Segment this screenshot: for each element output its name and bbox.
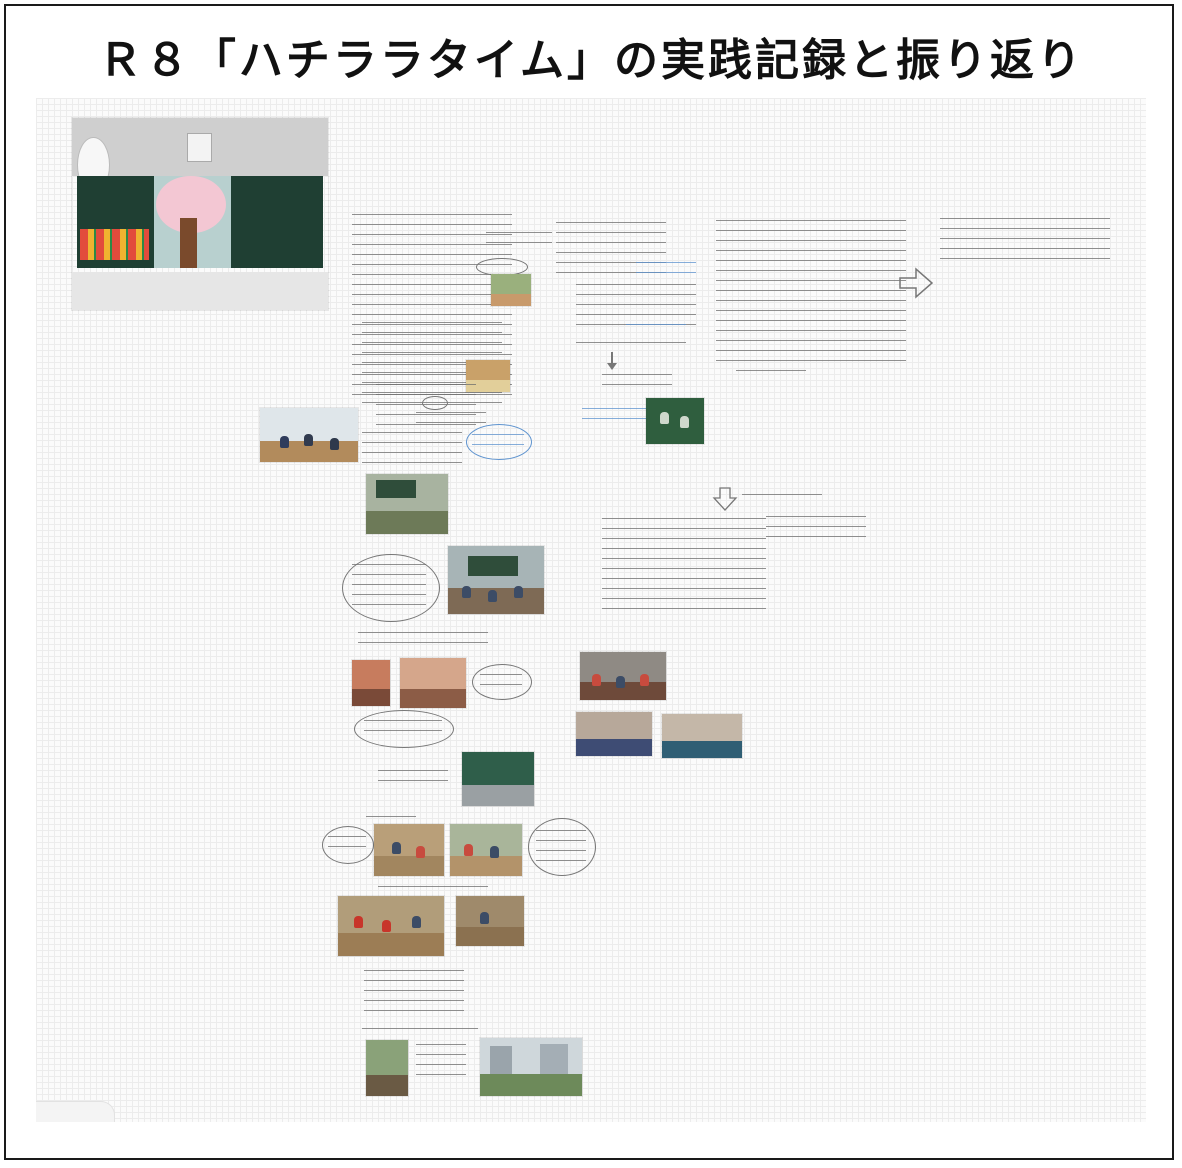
plant-photo	[366, 1040, 408, 1096]
note-speech-bubble-4	[322, 826, 374, 864]
note-column2-rei	[576, 338, 686, 350]
note-future-block	[940, 214, 1110, 260]
field-play-photo-2	[456, 896, 524, 946]
note-next-year-block	[602, 514, 766, 610]
note-speech-text-5	[536, 826, 586, 866]
note-speech-text-4	[328, 832, 366, 856]
arrow-down-1	[607, 352, 617, 370]
whiteboard-canvas[interactable]	[36, 98, 1146, 1122]
slide-title: Ｒ８「ハチララタイム」の実践記録と振り返り	[97, 35, 1085, 86]
note-field-caption	[378, 882, 488, 892]
note-speech-bubble-2	[472, 664, 532, 700]
note-section-14	[362, 1024, 478, 1034]
arrow-down-icon	[712, 487, 738, 511]
note-issues-block	[716, 216, 906, 366]
note-column2-blue3	[582, 404, 648, 428]
note-blackboard-text	[378, 766, 448, 788]
note-speech-text-2	[480, 670, 522, 692]
note-speech-text-1	[352, 560, 426, 612]
note-blue-bubble	[466, 424, 532, 460]
canvas-corner-tab[interactable]	[36, 1101, 115, 1122]
crafts-photo-1	[352, 660, 390, 706]
gym-activity-photo	[260, 408, 358, 462]
outdoor-buildings-photo	[480, 1038, 582, 1096]
note-low-text	[416, 408, 486, 428]
note-speech-bubble-5	[528, 818, 596, 876]
note-next-year-side	[766, 512, 866, 540]
worksheet-photo	[646, 398, 704, 444]
note-column2-sub	[602, 370, 672, 392]
note-start-side	[486, 228, 552, 250]
desk-work-photo-1	[491, 274, 531, 306]
note-section-14-detail	[416, 1040, 466, 1080]
field-play-photo-1	[338, 896, 444, 956]
tablet-photo-1	[576, 712, 652, 756]
classroom-board-photo	[72, 118, 328, 310]
note-crafts-title	[358, 628, 488, 652]
note-column2-blue2	[626, 320, 686, 332]
note-column2-blue	[636, 258, 696, 280]
note-speech-bubble-3	[354, 710, 454, 748]
note-section-12	[366, 812, 416, 822]
note-blue-text	[472, 430, 524, 452]
sandbox-photo-2	[450, 824, 522, 876]
classroom-group-photo	[366, 474, 448, 534]
note-speech-text-3	[364, 716, 442, 740]
classroom-seated-photo	[580, 652, 666, 700]
note-section-7	[362, 428, 462, 468]
note-next-year-title	[742, 490, 822, 502]
note-section-13	[364, 966, 464, 1016]
arrow-right-icon	[899, 267, 934, 299]
blackboard-presentation-photo	[462, 752, 534, 806]
tablet-photo-2	[662, 714, 742, 758]
note-issues-tail	[736, 366, 806, 378]
classroom-discussion-photo	[448, 546, 544, 614]
sandbox-photo-1	[374, 824, 444, 876]
slide-frame: Ｒ８「ハチララタイム」の実践記録と振り返り	[4, 4, 1174, 1160]
note-speech-bubble-1	[342, 554, 440, 622]
crafts-photo-2	[400, 658, 466, 708]
desk-work-photo-2	[466, 360, 510, 392]
